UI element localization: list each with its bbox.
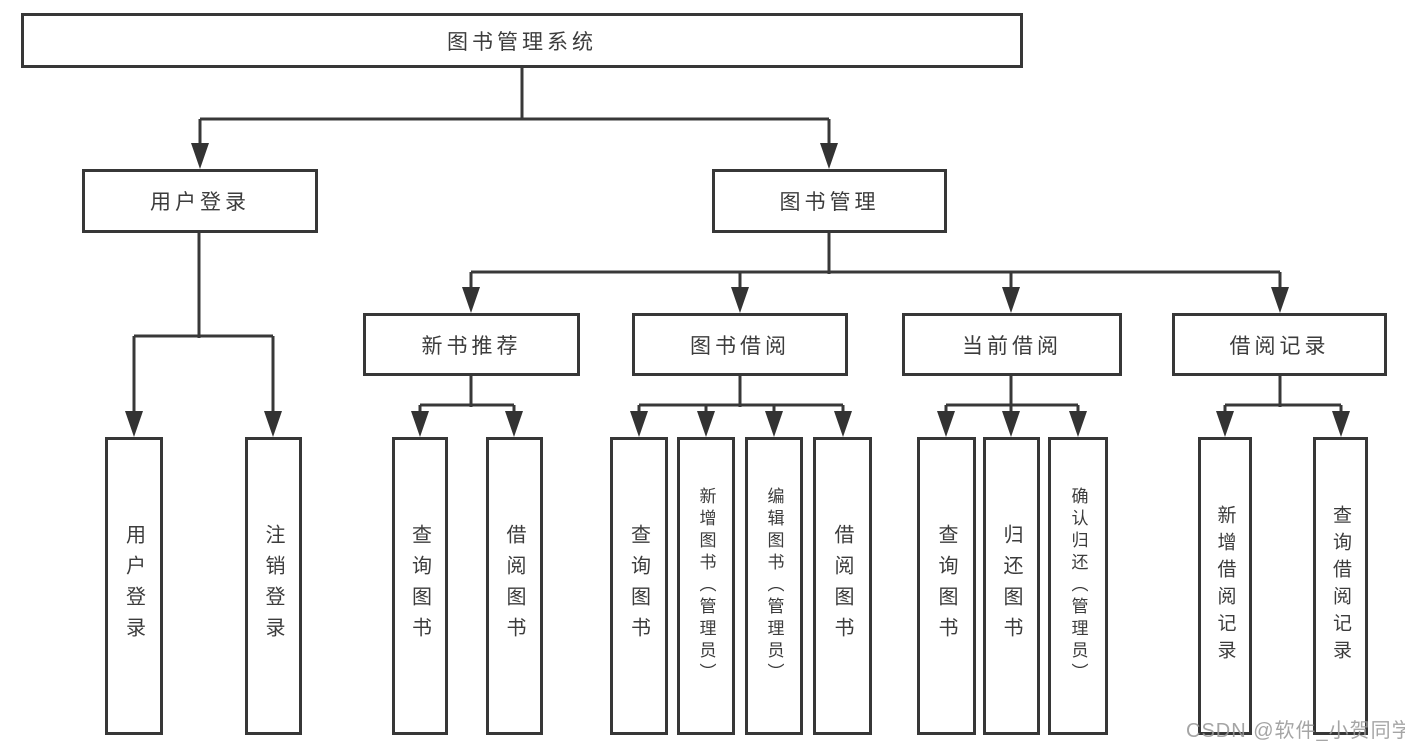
leaf-user-login-label: 用户登录 [122, 524, 145, 648]
leaf-add-books-admin-label: 新增图书（管理员） [696, 487, 716, 685]
connector-book-management [462, 233, 1289, 313]
arrow-down-icon [1216, 411, 1350, 437]
node-book-management-label: 图书管理 [779, 191, 880, 214]
leaf-query-books-2: 查询图书 [610, 437, 668, 735]
connector-new-book-lines [418, 376, 516, 415]
arrow-down-icon [411, 411, 523, 437]
connector-book-borrowing-lines [637, 376, 845, 415]
connector-root-lines [198, 68, 831, 147]
node-root: 图书管理系统 [21, 13, 1023, 68]
leaf-user-login: 用户登录 [105, 437, 163, 735]
leaf-edit-books-admin: 编辑图书（管理员） [745, 437, 803, 735]
leaf-logout: 注销登录 [245, 437, 302, 735]
leaf-query-books-3-label: 查询图书 [935, 524, 957, 648]
leaf-borrow-books-1: 借阅图书 [486, 437, 543, 735]
leaf-add-borrow-record-label: 新增借阅记录 [1214, 505, 1236, 667]
node-book-management: 图书管理 [712, 169, 947, 233]
node-current-borrowing: 当前借阅 [902, 313, 1122, 376]
node-book-borrowing: 图书借阅 [632, 313, 848, 376]
leaf-borrow-books-2: 借阅图书 [813, 437, 872, 735]
connector-root [191, 68, 838, 169]
arrow-down-icon [462, 287, 1289, 313]
node-new-book-recommend: 新书推荐 [363, 313, 580, 376]
leaf-borrow-books-2-label: 借阅图书 [831, 524, 853, 648]
connector-user-login [125, 233, 282, 437]
connector-book-management-lines [469, 233, 1282, 291]
connector-borrowing-records [1216, 376, 1350, 437]
connector-user-login-lines [132, 233, 275, 415]
arrow-down-icon [630, 411, 852, 437]
node-borrowing-records-label: 借阅记录 [1229, 334, 1330, 358]
connector-current-borrowing-lines [944, 376, 1080, 415]
arrow-down-icon [191, 143, 838, 169]
arrow-down-icon [937, 411, 1087, 437]
leaf-return-books-label: 归还图书 [1000, 524, 1022, 648]
node-new-book-recommend-label: 新书推荐 [421, 334, 522, 358]
connector-borrowing-records-lines [1223, 376, 1343, 415]
leaf-confirm-return-admin-label: 确认归还（管理员） [1068, 487, 1088, 685]
leaf-borrow-books-1-label: 借阅图书 [503, 524, 525, 648]
leaf-logout-label: 注销登录 [262, 524, 284, 648]
leaf-query-borrow-record-label: 查询借阅记录 [1330, 505, 1351, 667]
arrow-down-icon [125, 411, 282, 437]
leaf-confirm-return-admin: 确认归还（管理员） [1048, 437, 1108, 735]
leaf-query-books-1-label: 查询图书 [408, 524, 431, 648]
leaf-return-books: 归还图书 [983, 437, 1040, 735]
leaf-add-books-admin: 新增图书（管理员） [677, 437, 735, 735]
node-book-borrowing-label: 图书借阅 [690, 334, 790, 358]
leaf-query-books-3: 查询图书 [917, 437, 976, 735]
leaf-add-borrow-record: 新增借阅记录 [1198, 437, 1252, 735]
connector-book-borrowing [630, 376, 852, 437]
node-borrowing-records: 借阅记录 [1172, 313, 1387, 376]
node-current-borrowing-label: 当前借阅 [962, 334, 1062, 358]
leaf-edit-books-admin-label: 编辑图书（管理员） [764, 487, 784, 685]
csdn-watermark: CSDN @软件_小贺同学 [1186, 720, 1405, 742]
node-user-login: 用户登录 [82, 169, 318, 233]
connector-current-borrowing [937, 376, 1087, 437]
leaf-query-borrow-record: 查询借阅记录 [1313, 437, 1368, 735]
connector-new-book-recommend [411, 376, 523, 437]
leaf-query-books-1: 查询图书 [392, 437, 448, 735]
node-user-login-label: 用户登录 [150, 191, 250, 214]
leaf-query-books-2-label: 查询图书 [627, 524, 650, 648]
node-root-label: 图书管理系统 [447, 30, 597, 54]
